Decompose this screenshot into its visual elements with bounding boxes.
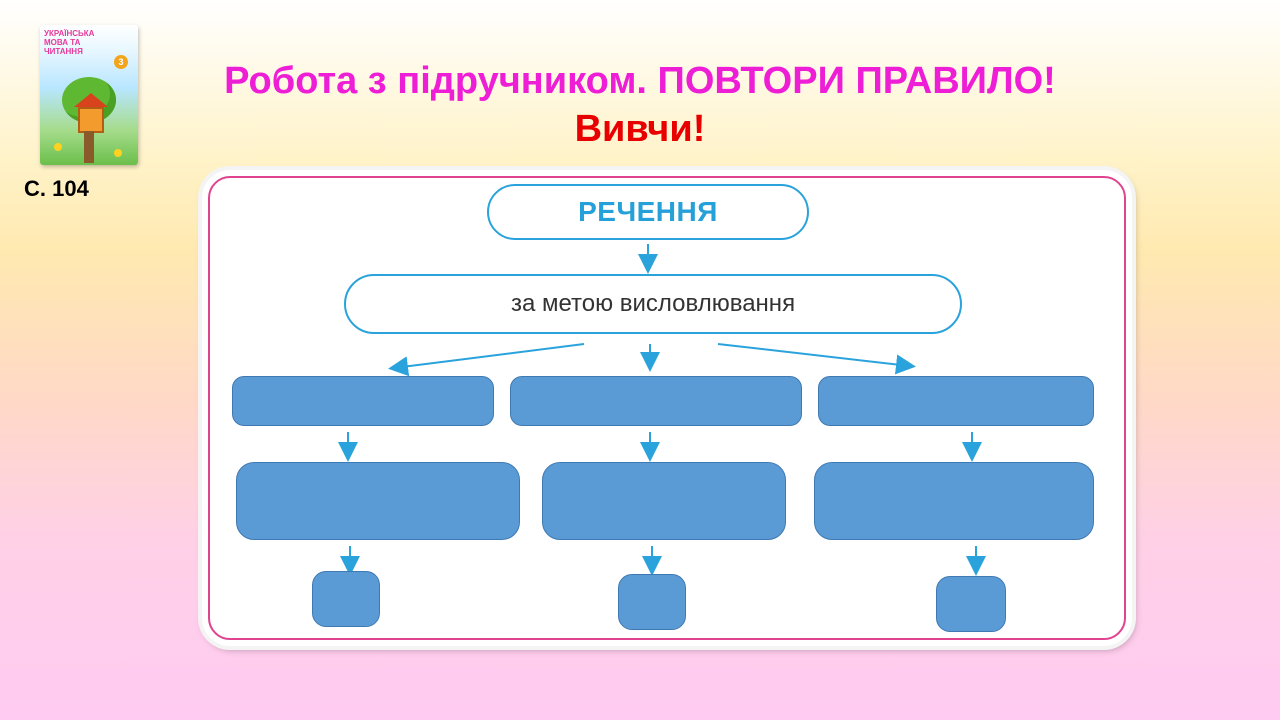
diagram-arrows	[338, 244, 986, 576]
placeholder-box-type-3[interactable]	[818, 376, 1094, 426]
sentence-root-label: РЕЧЕННЯ	[578, 196, 718, 227]
placeholder-box-punctuation-2[interactable]	[618, 574, 686, 630]
slide-subtitle: Вивчи!	[574, 108, 706, 150]
sentence-root-node: РЕЧЕННЯ	[487, 184, 809, 240]
criterion-node: за метою висловлювання	[344, 274, 962, 334]
placeholder-box-definition-1[interactable]	[236, 462, 520, 540]
textbook-cover-image: Українська мова та читання 3	[40, 25, 138, 165]
placeholder-box-type-1[interactable]	[232, 376, 494, 426]
slide-title: Робота з підручником. ПОВТОРИ ПРАВИЛО!	[224, 60, 1056, 102]
placeholder-box-definition-3[interactable]	[814, 462, 1094, 540]
placeholder-box-punctuation-3[interactable]	[936, 576, 1006, 632]
placeholder-box-type-2[interactable]	[510, 376, 802, 426]
treehouse-illustration	[78, 107, 104, 133]
textbook-cover-title: Українська мова та читання	[44, 29, 95, 56]
page-reference: С. 104	[24, 176, 89, 201]
roof-illustration	[74, 93, 108, 107]
flower-illustration	[114, 149, 122, 157]
criterion-label: за метою висловлювання	[510, 290, 796, 317]
diagram-frame	[208, 176, 1126, 640]
textbook-grade-badge: 3	[114, 55, 128, 69]
trunk-illustration	[84, 131, 94, 163]
flower-illustration	[54, 143, 62, 151]
placeholder-box-definition-2[interactable]	[542, 462, 786, 540]
diagram-panel: РЕЧЕННЯ за метою висловлювання	[202, 170, 1132, 646]
placeholder-box-punctuation-1[interactable]	[312, 571, 380, 627]
